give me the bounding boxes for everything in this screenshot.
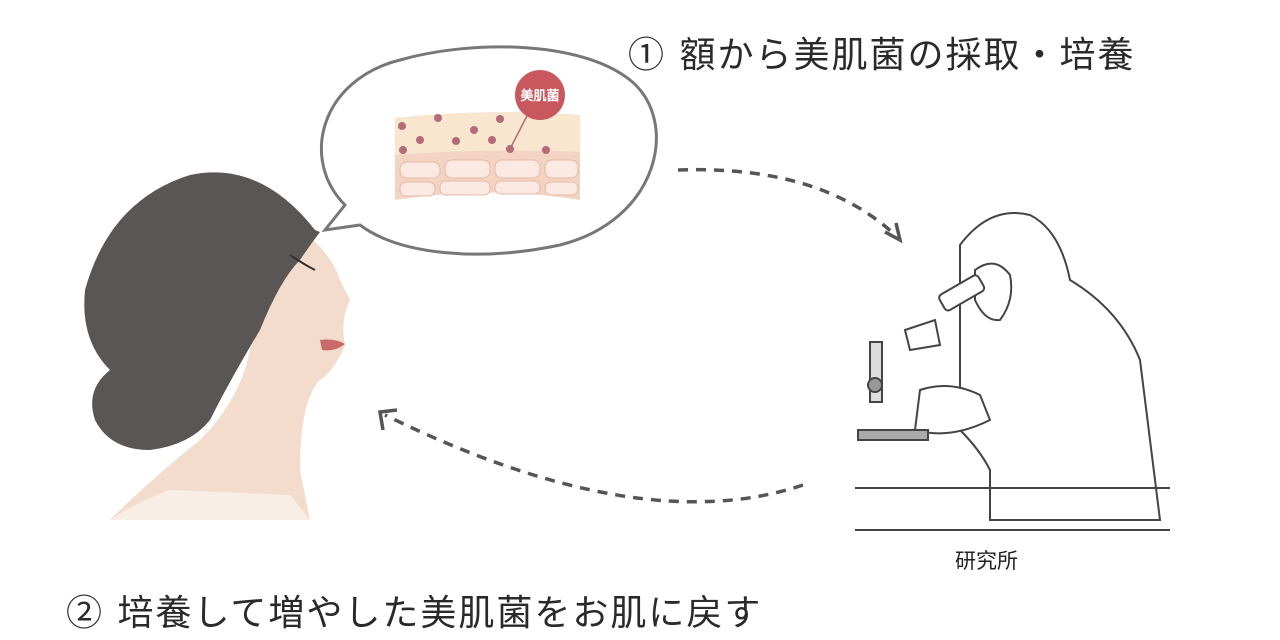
lab-label: 研究所 — [955, 549, 1018, 573]
arrow-to-lab — [677, 167, 903, 244]
researcher-illustration — [855, 212, 1170, 531]
bacteria-label: 美肌菌 — [520, 88, 559, 104]
skin-layer-illustration — [395, 70, 580, 200]
woman-illustration — [84, 172, 350, 520]
bacteria-dots — [398, 114, 550, 154]
bacteria-badge — [515, 70, 565, 120]
arrow-to-woman — [377, 408, 804, 504]
step-2-caption: ② 培養して増やした美肌菌をお肌に戻す — [66, 593, 763, 634]
step-1-caption: ① 額から美肌菌の採取・培養 — [628, 35, 1136, 76]
